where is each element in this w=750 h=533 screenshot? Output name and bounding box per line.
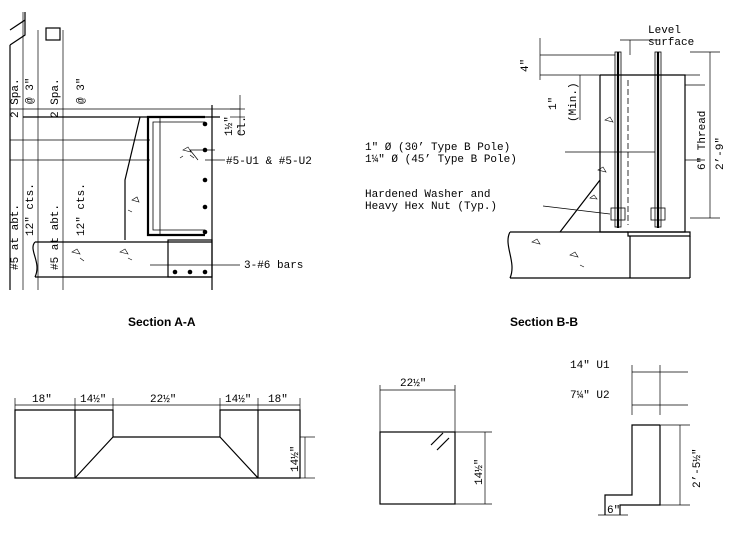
level-label-2: surface [648, 37, 694, 49]
section-b-b: Level surface 4″ 1″ (Min.) 1″ Ø (30’ Typ… [365, 25, 727, 329]
dim-4in: 4″ [520, 59, 532, 72]
bar-spacing-2b: 12″ cts. [76, 183, 88, 236]
small-square-symbol [45, 27, 61, 41]
bar-spacing-1b: 12″ cts. [25, 183, 37, 236]
overall-height-label: 2’-9″ [715, 137, 727, 170]
u2-label: 7¼″ U2 [570, 390, 610, 402]
bar-spacing-2: #5 at abt. [50, 204, 62, 270]
pole-30-label: 1″ Ø (30’ Type B Pole) [365, 142, 510, 154]
block-outline [379, 431, 456, 505]
spacing-label-2: 2 Spa. [50, 78, 62, 118]
dim-14-right: 14½″ [225, 394, 251, 406]
profile-height: 14½″ [290, 446, 302, 472]
dim-18-left: 18″ [32, 394, 52, 406]
clearance-value: 1½″ [224, 116, 236, 136]
block-width: 22½″ [400, 378, 426, 390]
dim-18-right: 18″ [268, 394, 288, 406]
square-block: 22½″ 14½″ [379, 378, 492, 505]
dim-22-center: 22½″ [150, 394, 176, 406]
u-bar-detail: 14″ U1 7¼″ U2 2’-5½″ 6″ [570, 360, 704, 517]
spacing-label-1b: @ 3″ [25, 78, 37, 104]
stirrup-label: #5-U1 & #5-U2 [226, 156, 312, 168]
u-leg-length: 2’-5½″ [692, 448, 704, 488]
break-line [9, 12, 26, 46]
block-height: 14½″ [474, 459, 486, 485]
u-bar-outline [604, 424, 661, 515]
spacing-label-2b: @ 3″ [76, 78, 88, 104]
u1-label: 14″ U1 [570, 360, 610, 372]
stirrup-u1 [146, 115, 205, 237]
stirrup-u2 [152, 121, 205, 231]
dim-1in: 1″ [548, 97, 560, 110]
dim-14-left: 14½″ [80, 394, 106, 406]
concrete-hatch [71, 146, 195, 262]
pole-45-label: 1¼″ Ø (45’ Type B Pole) [365, 154, 517, 166]
plan-profile: 18″ 14½″ 22½″ 14½″ 18″ 14½″ [14, 394, 315, 479]
washer-label-1: Hardened Washer and [365, 189, 490, 201]
dim-min-label: (Min.) [568, 82, 580, 122]
concrete-hatch-b [531, 116, 614, 268]
spacing-label-1: 2 Spa. [10, 78, 22, 118]
profile-outline [14, 409, 301, 479]
thread-label: 6″ Thread [697, 111, 709, 170]
u-base-length: 6″ [607, 505, 620, 517]
section-a-a: 2 Spa. @ 3″ 2 Spa. @ 3″ #5 at abt. 12″ c… [9, 12, 312, 329]
base-slab-b [507, 231, 691, 279]
bottom-bars-label: 3-#6 bars [244, 260, 303, 272]
clearance-label: Cl. [237, 116, 249, 136]
washer-label-2: Heavy Hex Nut (Typ.) [365, 201, 497, 213]
bar-spacing-1: #5 at abt. [10, 204, 22, 270]
section-a-caption: Section A-A [128, 315, 196, 329]
level-label-1: Level [648, 25, 681, 37]
section-b-caption: Section B-B [510, 315, 578, 329]
